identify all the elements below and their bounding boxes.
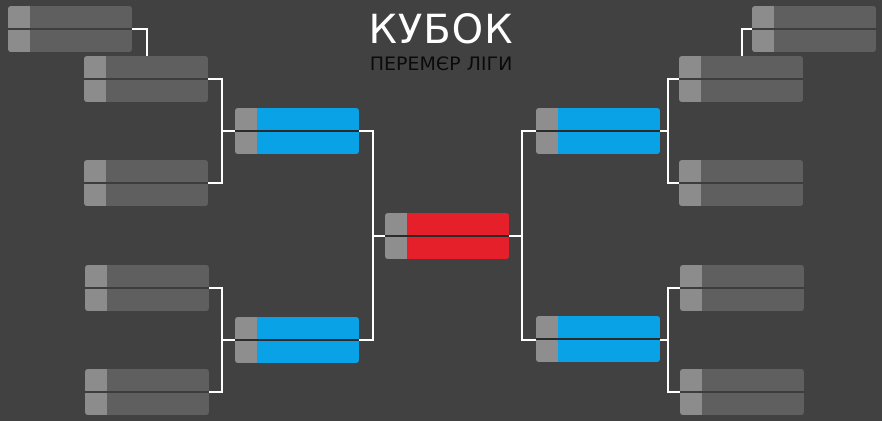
team-slot[interactable]	[106, 184, 208, 206]
right-r16-match-1[interactable]	[752, 6, 876, 52]
team-slot[interactable]	[774, 30, 876, 52]
seed-box	[85, 289, 107, 311]
team-slot[interactable]	[257, 132, 359, 154]
team-slot[interactable]	[257, 108, 359, 130]
seed-box	[235, 341, 257, 363]
team-slot[interactable]	[702, 265, 804, 287]
team-slot[interactable]	[30, 30, 132, 52]
seed-box	[536, 340, 558, 362]
seed-box	[680, 369, 702, 391]
team-slot[interactable]	[701, 56, 803, 78]
final-match[interactable]	[385, 213, 509, 259]
connector-right-final	[521, 130, 537, 341]
right-quarterfinal-3[interactable]	[680, 265, 804, 311]
seed-box	[679, 80, 701, 102]
team-slot[interactable]	[257, 317, 359, 339]
left-quarterfinal-3[interactable]	[85, 265, 209, 311]
right-semifinal-2[interactable]	[536, 316, 660, 362]
team-slot[interactable]	[106, 80, 208, 102]
seed-box	[385, 237, 407, 259]
connector-left-final	[358, 130, 374, 341]
team-slot[interactable]	[107, 289, 209, 311]
team-slot[interactable]	[701, 80, 803, 102]
connector-left-qf2	[209, 287, 223, 393]
left-semifinal-2[interactable]	[235, 317, 359, 363]
league-subtitle: ПЕРЕМЄР ЛІГИ	[369, 53, 513, 75]
team-slot[interactable]	[107, 265, 209, 287]
seed-box	[679, 184, 701, 206]
seed-box	[84, 184, 106, 206]
team-slot[interactable]	[106, 160, 208, 182]
team-slot[interactable]	[558, 132, 660, 154]
seed-box	[84, 80, 106, 102]
seed-box	[235, 108, 257, 130]
left-quarterfinal-2[interactable]	[84, 160, 208, 206]
seed-box	[680, 265, 702, 287]
seed-box	[235, 317, 257, 339]
team-slot[interactable]	[558, 108, 660, 130]
team-slot[interactable]	[702, 393, 804, 415]
team-slot[interactable]	[774, 6, 876, 28]
connector-left-qf1	[208, 78, 223, 184]
seed-box	[85, 393, 107, 415]
seed-box	[8, 30, 30, 52]
seed-box	[680, 393, 702, 415]
team-slot[interactable]	[702, 289, 804, 311]
seed-box	[84, 160, 106, 182]
seed-box	[85, 369, 107, 391]
team-slot[interactable]	[107, 393, 209, 415]
left-r16-match-1[interactable]	[8, 6, 132, 52]
connector-right-r16	[741, 28, 752, 56]
team-slot[interactable]	[558, 340, 660, 362]
right-quarterfinal-1[interactable]	[679, 56, 803, 102]
left-quarterfinal-4[interactable]	[85, 369, 209, 415]
team-slot[interactable]	[701, 184, 803, 206]
left-quarterfinal-1[interactable]	[84, 56, 208, 102]
team-slot[interactable]	[407, 213, 509, 235]
seed-box	[752, 30, 774, 52]
team-slot[interactable]	[30, 6, 132, 28]
left-semifinal-1[interactable]	[235, 108, 359, 154]
seed-box	[84, 56, 106, 78]
seed-box	[679, 56, 701, 78]
right-semifinal-1[interactable]	[536, 108, 660, 154]
team-slot[interactable]	[106, 56, 208, 78]
seed-box	[85, 265, 107, 287]
seed-box	[536, 316, 558, 338]
team-slot[interactable]	[407, 237, 509, 259]
team-slot[interactable]	[107, 369, 209, 391]
right-quarterfinal-4[interactable]	[680, 369, 804, 415]
team-slot[interactable]	[558, 316, 660, 338]
seed-box	[680, 289, 702, 311]
seed-box	[536, 132, 558, 154]
connector-left-r16	[131, 28, 148, 56]
seed-box	[8, 6, 30, 28]
seed-box	[235, 132, 257, 154]
cup-title: КУБОК	[368, 7, 514, 53]
right-quarterfinal-2[interactable]	[679, 160, 803, 206]
team-slot[interactable]	[701, 160, 803, 182]
team-slot[interactable]	[257, 341, 359, 363]
seed-box	[752, 6, 774, 28]
team-slot[interactable]	[702, 369, 804, 391]
seed-box	[536, 108, 558, 130]
seed-box	[385, 213, 407, 235]
seed-box	[679, 160, 701, 182]
connector-right-qf2	[667, 287, 680, 393]
